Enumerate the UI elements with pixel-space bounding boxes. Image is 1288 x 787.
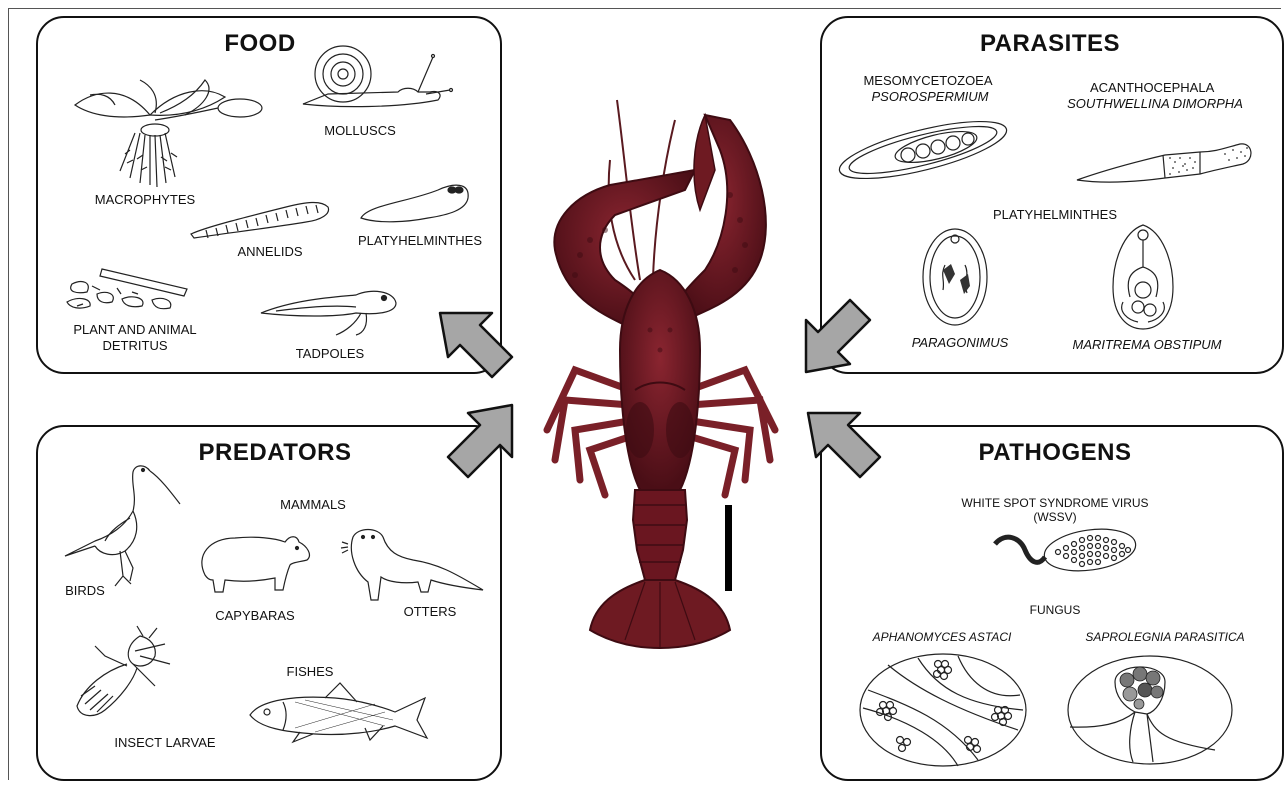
acanthocephalan-icon: [1075, 140, 1255, 195]
label-paragonimus: PARAGONIMUS: [895, 335, 1025, 351]
label-otters: OTTERS: [390, 604, 470, 620]
arrow-parasites-to-crayfish: [798, 300, 888, 380]
label-platyhelminthes-parasite: PLATYHELMINTHES: [985, 207, 1125, 223]
label-aphanomyces: APHANOMYCES ASTACI: [862, 629, 1022, 645]
label-tadpoles: TADPOLES: [280, 346, 380, 362]
label-fungus: FUNGUS: [1015, 602, 1095, 618]
label-mesomycetozoea: MESOMYCETOZOEA: [858, 73, 998, 89]
label-detritus-1: PLANT AND ANIMAL: [60, 322, 210, 338]
label-birds: BIRDS: [55, 583, 115, 599]
label-insect-larvae: INSECT LARVAE: [95, 735, 235, 751]
macrophyte-icon: [55, 75, 265, 185]
aphanomyces-icon: [858, 650, 1028, 770]
otter-icon: [343, 522, 488, 602]
detritus-icon: [62, 264, 192, 314]
label-maritrema: MARITREMA OBSTIPUM: [1062, 337, 1232, 353]
capybara-icon: [195, 530, 315, 600]
insect-larva-icon: [65, 626, 175, 726]
parasites-panel: [820, 16, 1284, 374]
bird-icon: [55, 456, 185, 586]
scale-bar: [725, 505, 732, 591]
maritrema-icon: [1108, 222, 1178, 332]
arrow-pathogens-to-crayfish: [800, 405, 890, 485]
label-southwellina: SOUTHWELLINA DIMORPHA: [1065, 96, 1245, 112]
label-molluscs: MOLLUSCS: [310, 123, 410, 139]
annelid-icon: [186, 192, 336, 242]
label-capybaras: CAPYBARAS: [205, 608, 305, 624]
psorospermium-icon: [836, 115, 1011, 185]
arrow-crayfish-to-food: [430, 305, 520, 385]
label-saprolegnia: SAPROLEGNIA PARASITICA: [1070, 629, 1260, 645]
flatworm-icon: [358, 180, 473, 230]
snail-icon: [298, 42, 458, 112]
tadpole-icon: [256, 283, 401, 338]
fish-icon: [245, 680, 430, 745]
predators-title: PREDATORS: [185, 439, 365, 467]
label-detritus-2: DETRITUS: [60, 338, 210, 354]
label-acanthocephala: ACANTHOCEPHALA: [1090, 80, 1210, 96]
saprolegnia-icon: [1065, 652, 1235, 772]
pathogens-title: PATHOGENS: [965, 439, 1145, 467]
parasites-title: PARASITES: [960, 30, 1140, 58]
label-annelids: ANNELIDS: [220, 244, 320, 260]
label-mammals: MAMMALS: [263, 497, 363, 513]
arrow-predators-to-crayfish: [432, 397, 522, 477]
paragonimus-icon: [915, 225, 995, 330]
label-platyhelminthes-food: PLATYHELMINTHES: [350, 233, 490, 249]
crayfish-photo: [535, 100, 785, 660]
wssv-virus-icon: [990, 522, 1140, 577]
label-psorospermium: PSOROSPERMIUM: [860, 89, 1000, 105]
label-fishes: FISHES: [270, 664, 350, 680]
